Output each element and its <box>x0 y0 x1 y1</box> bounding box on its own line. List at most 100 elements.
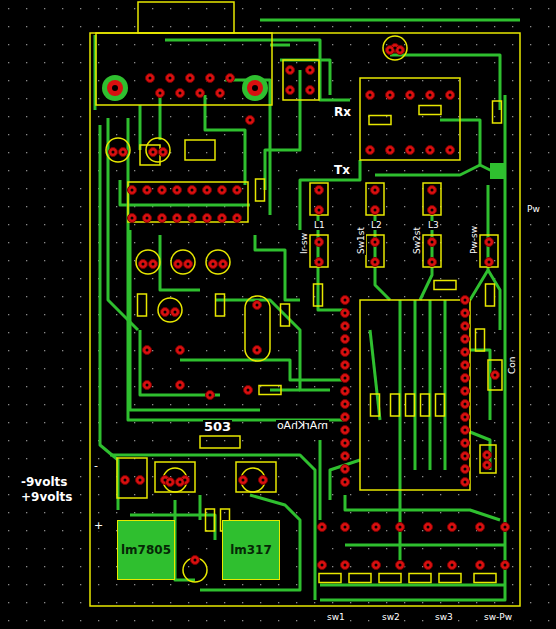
drill-hole <box>146 217 149 220</box>
solder-pad <box>428 206 437 215</box>
drill-hole <box>256 304 259 307</box>
drill-hole <box>344 390 347 393</box>
resistor-symbol <box>436 394 445 416</box>
solder-pad <box>396 523 405 532</box>
drill-hole <box>344 377 347 380</box>
drill-hole <box>374 241 377 244</box>
resistor-symbol <box>349 574 371 583</box>
solder-pad <box>428 186 437 195</box>
solder-pad <box>218 186 227 195</box>
silkscreen-label: Pw-sw <box>470 225 479 255</box>
solder-pad <box>143 186 152 195</box>
drill-hole <box>394 47 397 50</box>
jumper-outline <box>366 235 384 267</box>
drill-hole <box>149 77 152 80</box>
silkscreen-label: Rx <box>333 106 352 118</box>
drill-hole <box>464 429 467 432</box>
copper-trace <box>260 19 520 22</box>
drill-hole <box>124 479 127 482</box>
solder-pad <box>461 426 470 435</box>
ic-outline <box>360 300 470 490</box>
copper-trace <box>200 495 300 590</box>
solder-pad <box>461 387 470 396</box>
solder-pad <box>461 374 470 383</box>
drill-hole <box>374 189 377 192</box>
solder-pad <box>396 561 405 570</box>
solder-pad <box>446 91 455 100</box>
drill-hole <box>488 261 491 264</box>
drill-hole <box>139 479 142 482</box>
solder-pad <box>306 66 315 75</box>
drill-hole <box>344 416 347 419</box>
resistor-symbol <box>434 281 456 290</box>
solder-pad <box>461 413 470 422</box>
copper-trace <box>414 300 417 470</box>
solder-pad <box>461 400 470 409</box>
solder-pad <box>184 260 193 269</box>
copper-trace <box>320 95 505 600</box>
silkscreen-label: Con <box>508 356 517 376</box>
copper-trace <box>345 495 500 520</box>
component-outline <box>106 138 130 162</box>
resistor-symbol <box>259 386 281 395</box>
drill-hole <box>464 351 467 354</box>
copper-trace <box>399 300 402 560</box>
drill-hole <box>221 189 224 192</box>
solder-pad <box>341 523 350 532</box>
copper-trace <box>429 300 432 470</box>
solder-pad <box>203 186 212 195</box>
regulator-tab <box>236 462 276 492</box>
led-pad <box>490 163 506 179</box>
solder-pad <box>109 148 118 157</box>
silkscreen-label: - <box>93 460 99 471</box>
copper-trace <box>159 95 162 140</box>
resistor-symbol <box>281 304 290 326</box>
solder-pad <box>119 148 128 157</box>
header-outline <box>200 436 240 448</box>
solder-pad <box>386 91 395 100</box>
drill-hole <box>344 351 347 354</box>
solder-pad <box>406 91 415 100</box>
solder-pad <box>491 371 500 380</box>
drill-hole <box>152 263 155 266</box>
solder-pad <box>161 308 170 317</box>
solder-pad <box>143 214 152 223</box>
drill-hole <box>212 263 215 266</box>
silkscreen-label: Sw2st <box>413 226 422 255</box>
solder-pad <box>341 322 350 331</box>
solder-pad <box>171 308 180 317</box>
solder-pad <box>233 214 242 223</box>
copper-trace <box>110 455 315 600</box>
silkscreen-label: sw2 <box>381 613 401 622</box>
solder-pad <box>406 146 415 155</box>
drill-hole <box>344 468 347 471</box>
solder-pad <box>485 238 494 247</box>
drill-hole <box>409 149 412 152</box>
drill-hole <box>209 77 212 80</box>
solder-pad <box>371 258 380 267</box>
drill-hole <box>369 94 372 97</box>
solder-pad <box>159 148 168 157</box>
drill-hole <box>209 394 212 397</box>
drill-hole <box>199 92 202 95</box>
solder-pad <box>341 296 350 305</box>
solder-pad <box>341 361 350 370</box>
drill-hole <box>431 209 434 212</box>
silkscreen-label: mArKhAo <box>276 420 329 431</box>
solder-pad <box>146 74 155 83</box>
drill-hole <box>344 403 347 406</box>
solder-pad <box>203 214 212 223</box>
solder-pad <box>286 86 295 95</box>
drill-hole <box>142 263 145 266</box>
component-outline <box>383 36 407 60</box>
solder-pad <box>246 116 255 125</box>
copper-trace <box>390 55 500 110</box>
solder-pad <box>461 309 470 318</box>
solder-pad <box>173 186 182 195</box>
drill-hole <box>464 468 467 471</box>
solder-pad <box>239 476 248 485</box>
drill-hole <box>321 564 324 567</box>
drill-hole <box>389 94 392 97</box>
solder-pad <box>461 361 470 370</box>
copper-trace <box>280 60 330 95</box>
